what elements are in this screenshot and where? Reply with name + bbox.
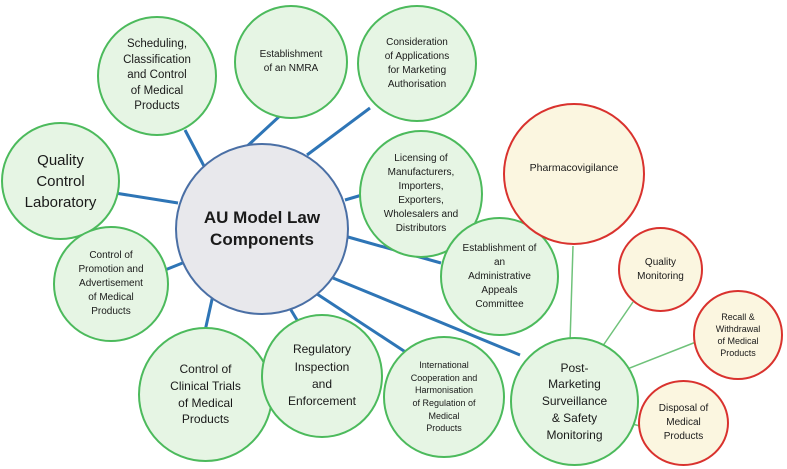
node-nmra: Establishment of an NMRA (234, 5, 348, 119)
node-licensing: Licensing of Manufacturers, Importers, E… (359, 130, 483, 258)
node-marketing-label: Consideration of Applications for Market… (384, 36, 450, 90)
node-inspection-label: Regulatory Inspection and Enforcement (287, 342, 357, 409)
node-scheduling: Scheduling, Classification and Control o… (97, 16, 217, 136)
node-recall-label: Recall & Withdrawal of Medical Products (715, 311, 761, 359)
connector-pharmacovigilance (569, 245, 574, 344)
node-intl: International Cooperation and Harmonisat… (383, 336, 505, 458)
connector-marketing (306, 106, 371, 157)
node-scheduling-label: Scheduling, Classification and Control o… (123, 38, 191, 113)
connector-intl (316, 292, 408, 355)
node-appeals: Establishment of an Administrative Appea… (440, 217, 559, 336)
node-trials: Control of Clinical Trials of Medical Pr… (138, 327, 273, 462)
node-appeals-label: Establishment of an Administrative Appea… (462, 242, 537, 310)
node-disposal-label: Disposal of Medical Products (658, 403, 709, 442)
node-intl-label: International Cooperation and Harmonisat… (410, 360, 478, 434)
node-marketing: Consideration of Applications for Market… (357, 5, 477, 122)
connector-qcl (114, 191, 179, 205)
node-pharmacovigilance: Pharmacovigilance (503, 103, 645, 245)
node-quality-monitoring: Quality Monitoring (618, 227, 703, 312)
center-hub: AU Model Law Components (175, 143, 349, 315)
node-licensing-label: Licensing of Manufacturers, Importers, E… (383, 153, 459, 234)
node-quality-monitoring-label: Quality Monitoring (637, 256, 684, 282)
node-recall: Recall & Withdrawal of Medical Products (693, 290, 783, 380)
node-pms-label: Post- Marketing Surveillance & Safety Mo… (541, 360, 608, 442)
node-pms: Post- Marketing Surveillance & Safety Mo… (510, 337, 639, 466)
node-trials-label: Control of Clinical Trials of Medical Pr… (170, 361, 241, 427)
node-promotion: Control of Promotion and Advertisement o… (53, 226, 169, 342)
node-disposal: Disposal of Medical Products (638, 380, 729, 466)
node-pharmacovigilance-label: Pharmacovigilance (529, 162, 619, 175)
node-qcl-label: Quality Control Laboratory (24, 151, 97, 211)
connector-quality-monitoring (599, 301, 634, 351)
connector-pms (332, 276, 521, 357)
node-promotion-label: Control of Promotion and Advertisement o… (78, 250, 144, 317)
node-qcl: Quality Control Laboratory (1, 122, 120, 240)
connector-scheduling (183, 129, 207, 169)
node-inspection: Regulatory Inspection and Enforcement (261, 314, 383, 438)
center-hub-label: AU Model Law Components (203, 207, 321, 249)
node-nmra-label: Establishment of an NMRA (259, 48, 323, 75)
